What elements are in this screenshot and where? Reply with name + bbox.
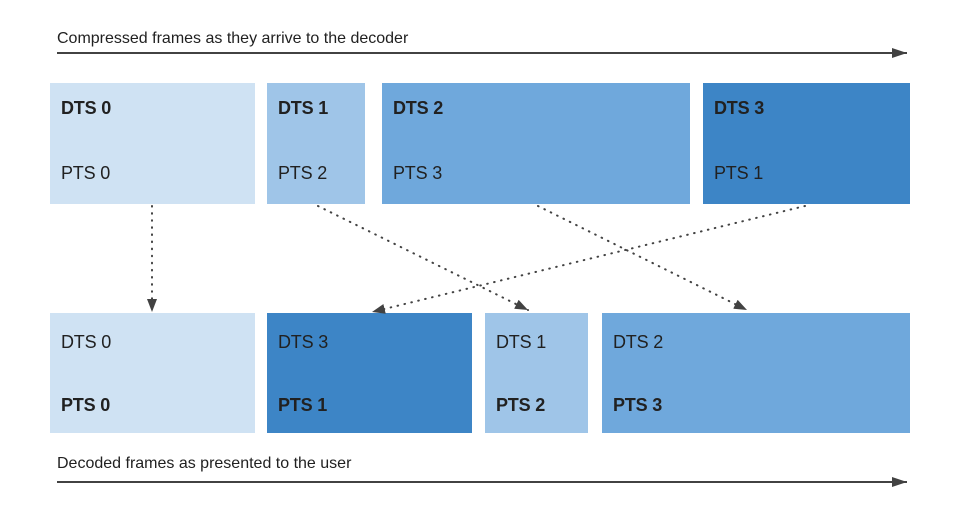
compressed-frame-1: DTS 1 PTS 2 — [267, 83, 365, 204]
reorder-arrow-pts2-icon — [317, 205, 529, 311]
dts-label: DTS 0 — [61, 332, 112, 352]
pts-label: PTS 3 — [393, 163, 443, 183]
pts-label: PTS 0 — [61, 395, 111, 415]
decoded-frame-3: DTS 2 PTS 3 — [602, 313, 910, 433]
pts-label: PTS 3 — [613, 395, 663, 415]
dts-label: DTS 2 — [393, 98, 444, 118]
dts-label: DTS 0 — [61, 98, 112, 118]
decoded-frame-1: DTS 3 PTS 1 — [267, 313, 472, 433]
decoded-frames-title: Decoded frames as presented to the user — [57, 455, 352, 472]
dts-label: DTS 1 — [278, 98, 329, 118]
reorder-arrow-pts1-icon — [371, 205, 806, 314]
pts-label: PTS 1 — [278, 395, 328, 415]
dts-label: DTS 3 — [714, 98, 765, 118]
pts-label: PTS 2 — [496, 395, 546, 415]
dts-label: DTS 1 — [496, 332, 547, 352]
compressed-frames-title: Compressed frames as they arrive to the … — [57, 30, 409, 47]
compressed-frame-2: DTS 2 PTS 3 — [382, 83, 690, 204]
reorder-arrow-pts3-icon — [537, 205, 748, 311]
pts-label: PTS 0 — [61, 163, 111, 183]
decoded-frame-0: DTS 0 PTS 0 — [50, 313, 255, 433]
dts-label: DTS 3 — [278, 332, 329, 352]
pts-label: PTS 2 — [278, 163, 328, 183]
dts-label: DTS 2 — [613, 332, 664, 352]
pts-label: PTS 1 — [714, 163, 764, 183]
compressed-frame-3: DTS 3 PTS 1 — [703, 83, 910, 204]
compressed-frame-0: DTS 0 PTS 0 — [50, 83, 255, 204]
decoded-frame-2: DTS 1 PTS 2 — [485, 313, 588, 433]
